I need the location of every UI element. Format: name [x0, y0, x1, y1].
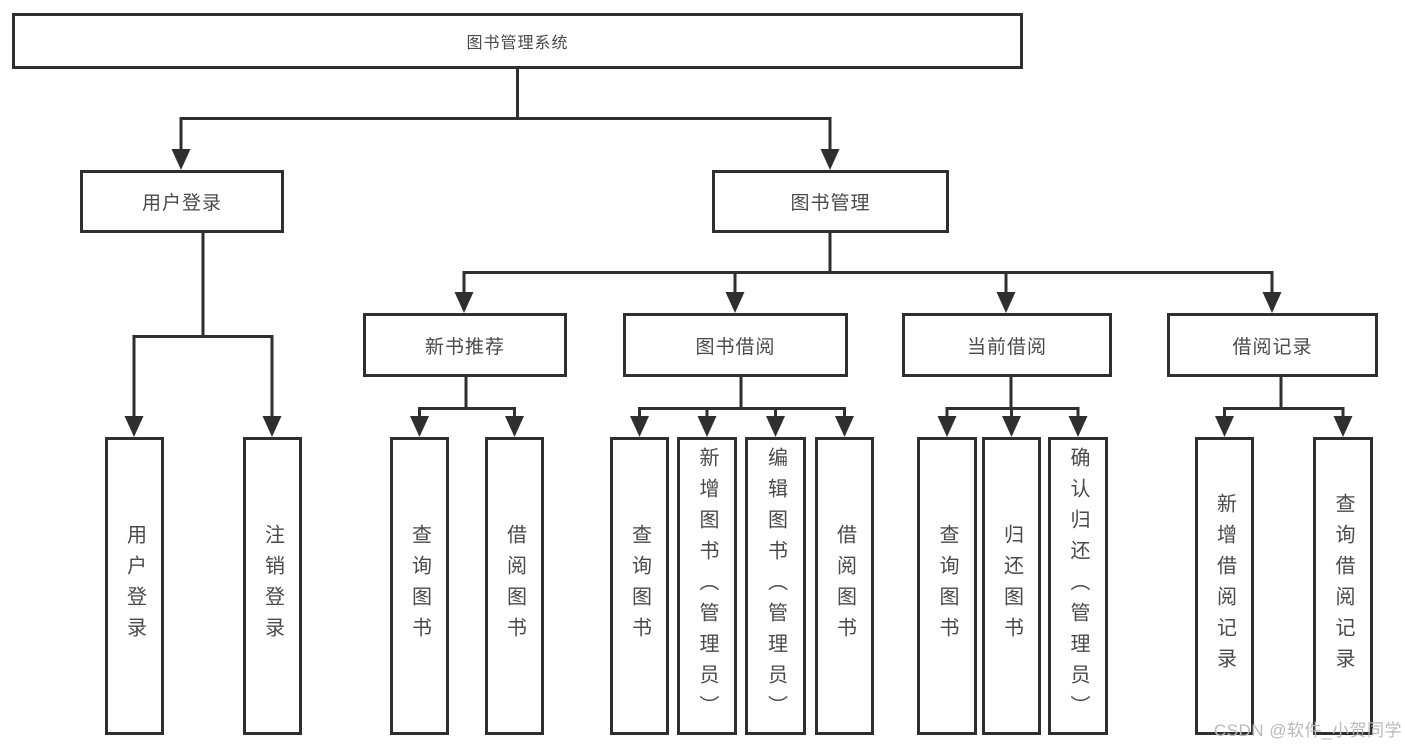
leaf-label: 新增借阅记录 — [1213, 493, 1236, 679]
leaf-edit-books-admin: 编辑图书（管理员） — [745, 437, 806, 735]
node-library-management-system: 图书管理系统 — [12, 13, 1023, 69]
leaf-label: 编辑图书（管理员） — [764, 446, 787, 726]
leaf-label: 查询图书 — [936, 524, 958, 648]
leaf-label: 借阅图书 — [833, 524, 856, 648]
node-borrow-records: 借阅记录 — [1167, 313, 1378, 377]
leaf-confirm-return-admin: 确认归还（管理员） — [1048, 437, 1108, 735]
leaf-label: 确认归还（管理员） — [1067, 446, 1089, 726]
leaf-label: 查询图书 — [628, 524, 651, 648]
node-book-borrow: 图书借阅 — [623, 313, 848, 377]
leaf-add-borrow-record: 新增借阅记录 — [1195, 437, 1254, 735]
leaf-query-books: 查询图书 — [917, 437, 977, 735]
leaf-label: 归还图书 — [1000, 524, 1023, 648]
node-label: 图书管理系统 — [466, 35, 569, 52]
node-label: 用户登录 — [141, 193, 222, 214]
leaf-logout-login: 注销登录 — [243, 437, 302, 735]
leaf-borrow-books: 借阅图书 — [485, 437, 544, 735]
node-book-management: 图书管理 — [712, 170, 949, 233]
leaf-add-books-admin: 新增图书（管理员） — [677, 437, 737, 735]
leaf-label: 注销登录 — [261, 524, 284, 648]
node-label: 借阅记录 — [1232, 336, 1313, 358]
arrowheads — [124, 149, 1353, 437]
node-label: 新书推荐 — [424, 336, 505, 358]
leaf-label: 新增图书（管理员） — [696, 446, 718, 726]
node-label: 图书借阅 — [695, 336, 776, 358]
node-label: 当前借阅 — [966, 336, 1047, 358]
node-label: 图书管理 — [790, 193, 871, 214]
leaf-label: 查询借阅记录 — [1332, 493, 1354, 679]
node-current-borrow: 当前借阅 — [902, 313, 1112, 377]
csdn-watermark: CSDN @软件_小贺同学 — [1213, 721, 1402, 740]
leaf-user-login: 用户登录 — [105, 437, 164, 735]
node-new-book-recommend: 新书推荐 — [363, 313, 567, 377]
leaf-label: 查询图书 — [408, 524, 431, 648]
leaf-return-books: 归还图书 — [982, 437, 1041, 735]
leaf-query-borrow-record: 查询借阅记录 — [1313, 437, 1373, 735]
leaf-query-books: 查询图书 — [610, 437, 669, 735]
leaf-query-books: 查询图书 — [390, 437, 449, 735]
leaf-label: 借阅图书 — [503, 524, 526, 648]
leaf-label: 用户登录 — [123, 524, 146, 648]
leaf-borrow-books: 借阅图书 — [815, 437, 874, 735]
node-user-login: 用户登录 — [80, 170, 284, 233]
